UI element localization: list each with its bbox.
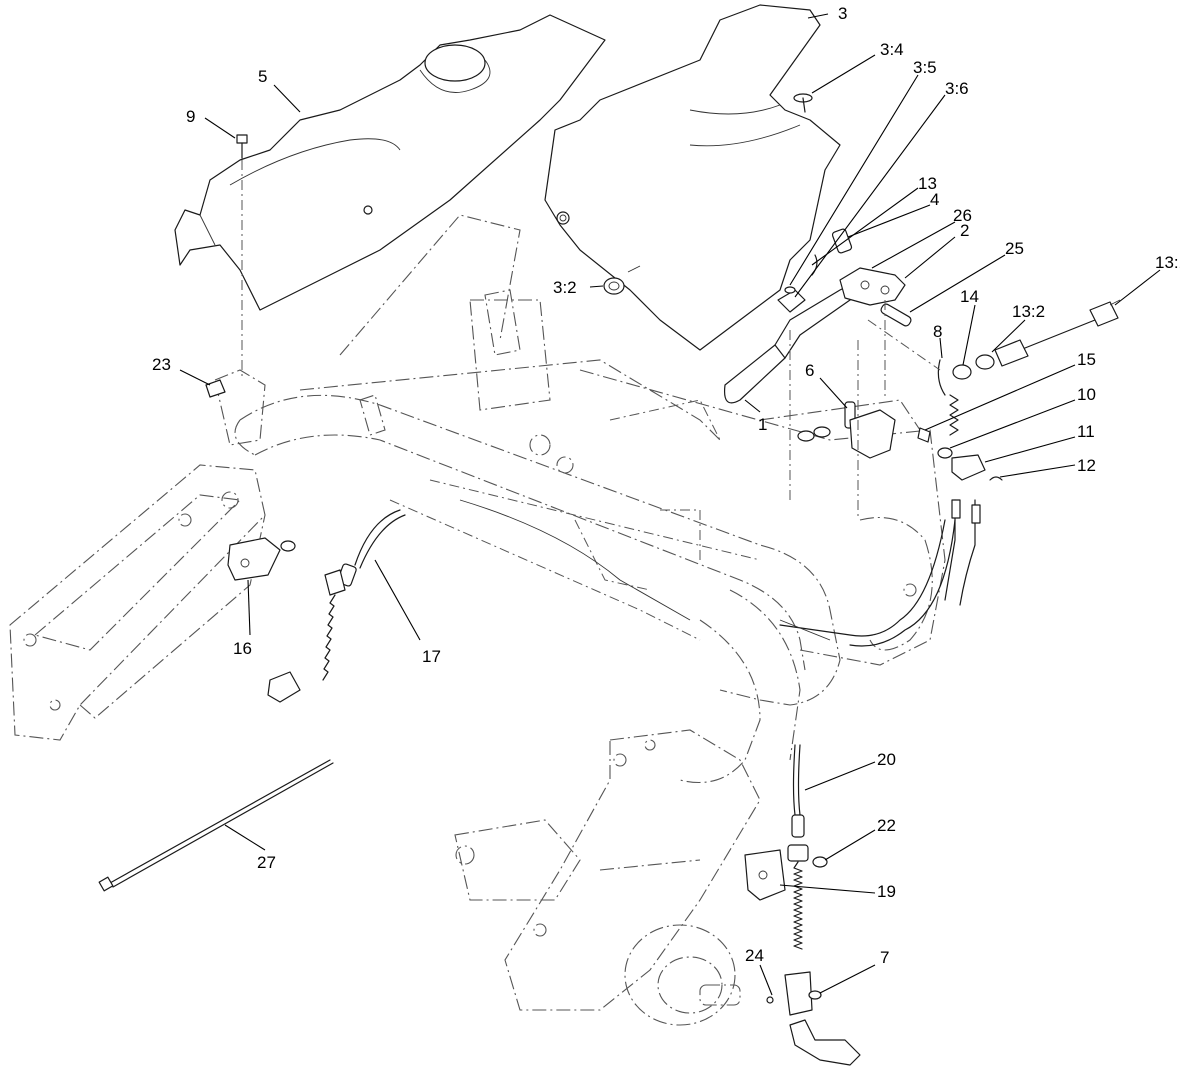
callout-4: 4 [930, 190, 939, 209]
callout-labels: 5 9 3 3:4 3:5 3:6 13 4 26 2 25 13:1 14 1… [152, 4, 1180, 967]
bolt-part-9 [236, 134, 248, 380]
callout-25: 25 [1005, 239, 1024, 258]
callout-19: 19 [877, 882, 896, 901]
callout-23: 23 [152, 355, 171, 374]
callout-3-6: 3:6 [945, 79, 969, 98]
callout-20: 20 [877, 750, 896, 769]
callout-9: 9 [186, 107, 195, 126]
callout-5: 5 [258, 67, 267, 86]
leader-lines [179, 13, 1161, 996]
callout-7: 7 [880, 948, 889, 967]
bracket-part-16 [227, 537, 296, 581]
clip-part-23 [205, 379, 226, 398]
callout-12: 12 [1077, 456, 1096, 475]
callout-8: 8 [933, 322, 942, 341]
callout-14: 15 [1077, 350, 1096, 369]
bracket-part-2 [839, 267, 906, 306]
cover-part-5 [174, 14, 606, 311]
callout-3: 3 [838, 4, 847, 23]
cable-part-17 [267, 509, 406, 703]
callout-27: 27 [257, 853, 276, 872]
chassis-frame [9, 214, 946, 1026]
callout-3-5: 3:5 [913, 58, 937, 77]
cable-runs [459, 499, 956, 647]
callout-24: 24 [745, 946, 764, 965]
lever-handle-part-1 [723, 343, 787, 404]
callout-3-4: 3:4 [880, 40, 904, 59]
callout-26: 26 [953, 206, 972, 225]
callout-13-2: 14 [960, 287, 979, 306]
callout-2: 2 [960, 221, 969, 240]
callout-6: 6 [805, 361, 814, 380]
callout-16: 16 [233, 639, 252, 658]
callout-1: 1 [758, 415, 767, 434]
cable-tie-part-27 [98, 759, 334, 892]
callout-17: 17 [422, 647, 441, 666]
lever-assembly [603, 93, 1121, 606]
callout-10: 10 [1077, 385, 1096, 404]
callout-13-1: 13:2 [1012, 302, 1045, 321]
callout-22: 22 [877, 816, 896, 835]
rear-cable-assembly [744, 744, 861, 1066]
callout-3-2: 3:2 [553, 278, 577, 297]
callout-15: 13 [918, 174, 937, 193]
callout-13: 13:1 [1155, 253, 1180, 272]
callout-11: 11 [1077, 422, 1095, 441]
